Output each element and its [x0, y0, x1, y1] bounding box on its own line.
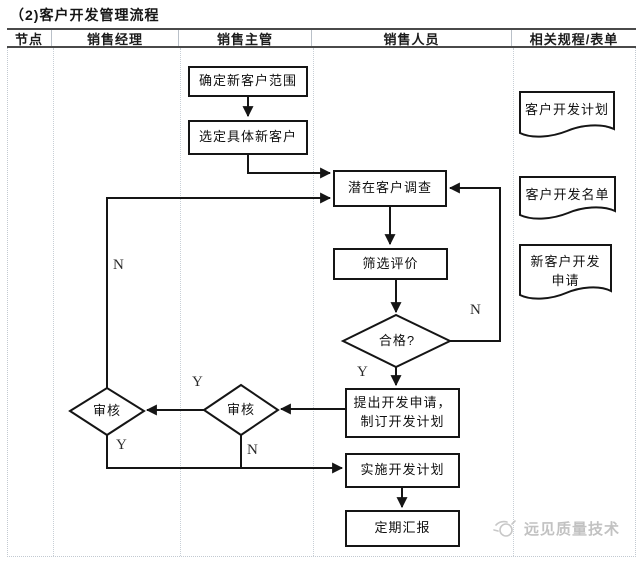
- step-label: 确定新客户范围: [198, 73, 297, 89]
- step-label: 筛选评价: [362, 255, 419, 271]
- edge-qualified-n-loop-to-survey: [448, 182, 501, 342]
- step-screening-evaluation: 筛选评价: [333, 248, 448, 280]
- edge-label-n-left-loop: N: [113, 257, 124, 273]
- column-header-related-forms: 相关规程/表单: [529, 31, 619, 47]
- step-label: 潜在客户调查: [347, 180, 432, 196]
- document-list-label: 客户开发名单: [525, 187, 610, 203]
- step-potential-customer-survey: 潜在客户调查: [333, 170, 447, 207]
- step-label: 选定具体新客户: [198, 129, 297, 145]
- edge-manager-y-to-implement: [106, 435, 344, 474]
- qualified-diamond-shape: [340, 313, 453, 369]
- table-header: 节点 销售经理 销售主管 销售人员 相关规程/表单: [7, 28, 636, 48]
- document-application-label: 新客户开发 申请: [520, 250, 611, 292]
- watermark-logo-icon: [493, 520, 516, 537]
- column-divider: [53, 48, 54, 556]
- watermark: 远见质量技术: [492, 515, 620, 541]
- step-label: 实施开发计划: [360, 462, 445, 478]
- column-header-sales-staff: 销售人员: [312, 30, 512, 47]
- document-plan-shape: [519, 91, 615, 138]
- edge-label-y-qualified: Y: [357, 364, 368, 380]
- decision-qualified-label: 合格?: [378, 333, 416, 349]
- column-header-node: 节点: [7, 30, 52, 47]
- document-application-line1: 新客户开发: [530, 253, 601, 269]
- table-body-grid: [7, 48, 636, 557]
- edge-label-n-supervisor: N: [247, 442, 258, 458]
- step-label-line2: 制订开发计划: [360, 414, 445, 429]
- decision-manager-review-label: 审核: [92, 403, 121, 419]
- edge-review-n-loop-to-survey: [106, 192, 332, 389]
- column-divider: [313, 48, 314, 556]
- document-plan-label: 客户开发计划: [524, 102, 609, 118]
- edge-label-n-right-loop: N: [470, 302, 481, 318]
- step-determine-new-customer-scope: 确定新客户范围: [188, 66, 308, 97]
- page-title: （2)客户开发管理流程: [10, 7, 160, 23]
- manager-review-diamond-shape: [68, 386, 146, 437]
- watermark-text: 远见质量技术: [524, 520, 621, 538]
- step-label: 定期汇报: [374, 520, 431, 536]
- step-implement-development-plan: 实施开发计划: [345, 453, 460, 488]
- edge-label-y-between-reviews: Y: [192, 374, 203, 390]
- edge-label-y-manager: Y: [116, 437, 127, 453]
- step-submit-application-make-plan: 提出开发申请， 制订开发计划: [345, 388, 460, 438]
- supervisor-review-diamond-shape: [202, 383, 280, 437]
- decision-supervisor-review-label: 审核: [226, 402, 255, 418]
- edge-select-to-survey: [247, 155, 332, 179]
- column-divider: [513, 48, 514, 556]
- step-select-specific-new-customers: 选定具体新客户: [188, 120, 308, 155]
- column-header-sales-supervisor: 销售主管: [179, 30, 312, 47]
- document-application-shape: [519, 244, 612, 300]
- column-header-sales-manager: 销售经理: [52, 30, 179, 47]
- document-application-line2: 申请: [551, 273, 580, 288]
- column-divider: [180, 48, 181, 556]
- step-regular-report: 定期汇报: [345, 510, 460, 547]
- document-list-shape: [519, 176, 616, 220]
- step-label-line1: 提出开发申请，: [353, 395, 452, 411]
